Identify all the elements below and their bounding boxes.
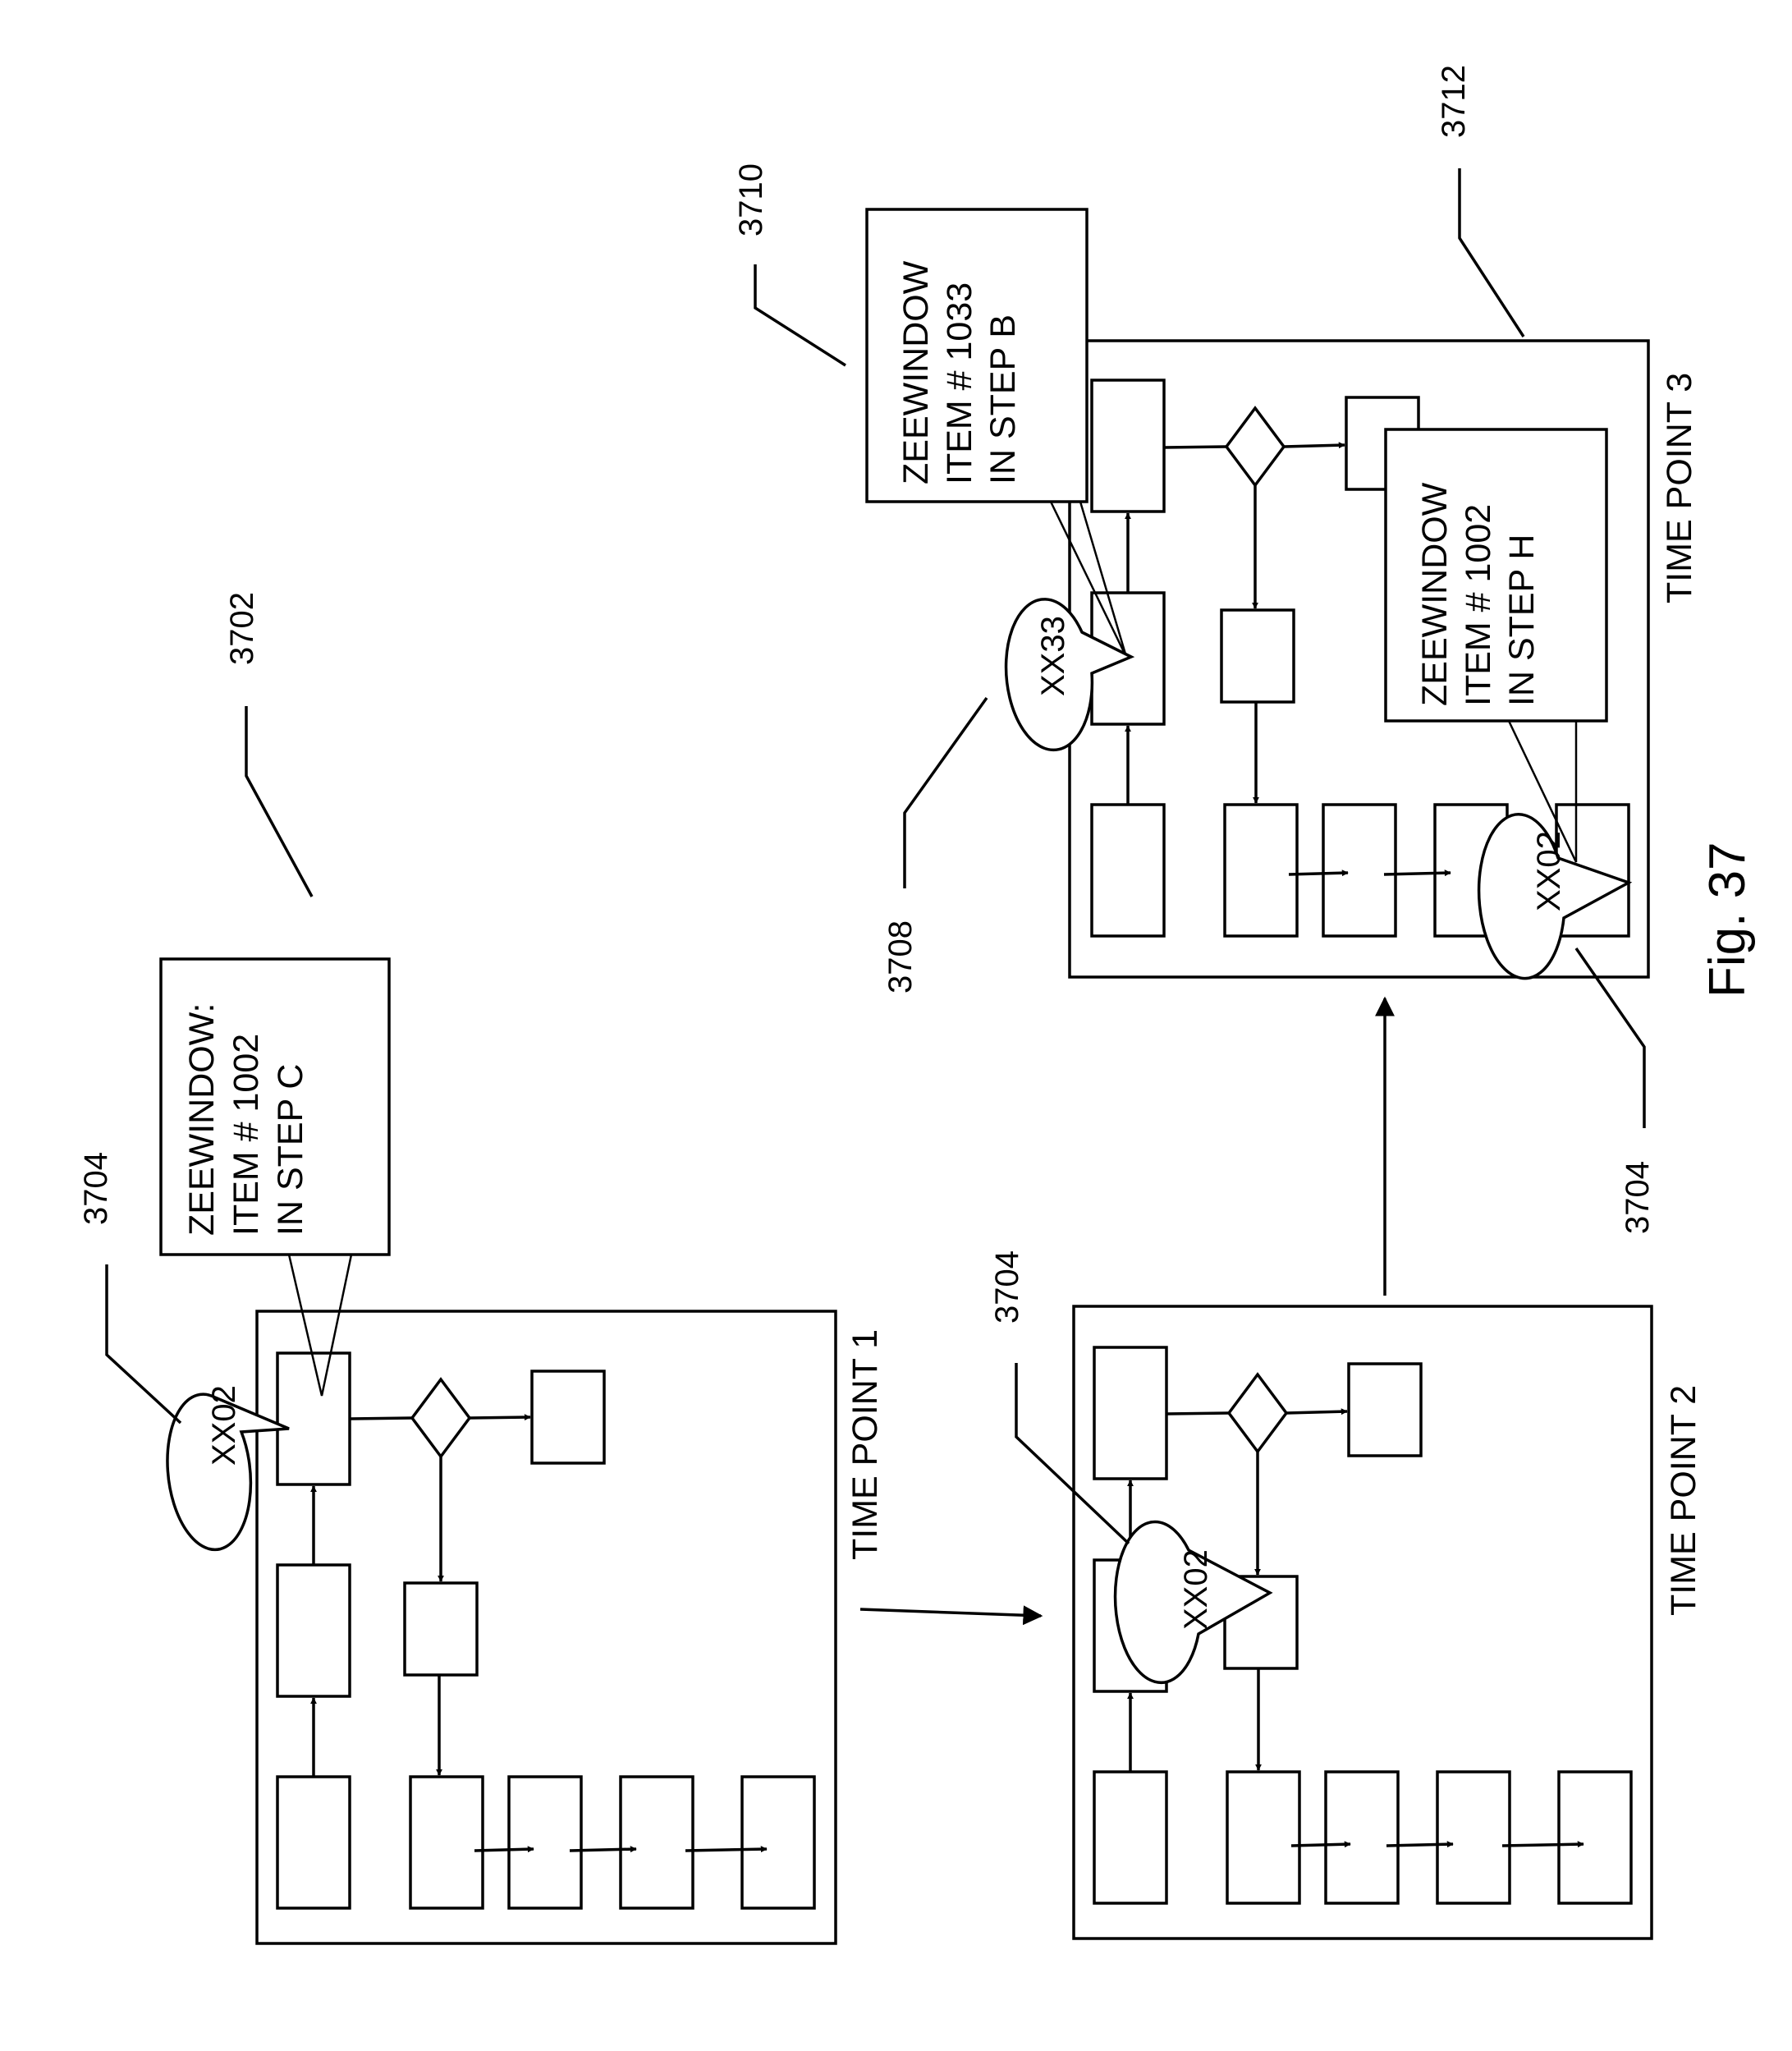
callout-line-3: IN STEP B <box>983 314 1023 484</box>
flow-arrow <box>1284 445 1345 447</box>
process-box <box>1437 1772 1510 1903</box>
process-box <box>1092 380 1164 512</box>
callout-line-2: ITEM # 1033 <box>940 282 979 484</box>
process-box <box>532 1371 604 1463</box>
flow-line <box>350 1418 412 1419</box>
leader-line <box>755 264 846 365</box>
marker-label: XX02 <box>206 1385 242 1466</box>
marker-label: XX02 <box>1531 831 1567 911</box>
marker-tp1: XX02 <box>167 1385 289 1549</box>
flow-arrow <box>1502 1844 1583 1846</box>
process-box <box>277 1565 350 1696</box>
callout-line-1: ZEEWINDOW <box>896 260 936 484</box>
flow-arrow <box>1384 873 1451 874</box>
flow-arrow <box>474 1849 534 1851</box>
process-box <box>621 1777 693 1908</box>
process-box <box>405 1583 477 1675</box>
callout-tp3-bottom: ZEEWINDOW ITEM # 1002 IN STEP H <box>1386 429 1606 862</box>
process-box <box>1221 610 1294 702</box>
flow-arrow <box>1291 1844 1350 1846</box>
time-point-1-panel: TIME POINT 1 <box>257 1311 885 1943</box>
callout-line-1: ZEEWINDOW: <box>182 1003 222 1236</box>
time-point-1-label: TIME POINT 1 <box>846 1329 885 1560</box>
leader-line <box>107 1264 181 1423</box>
process-box <box>1094 1772 1166 1903</box>
process-box <box>1323 805 1396 936</box>
leader-line <box>246 706 312 897</box>
callout-line-1: ZEEWINDOW <box>1415 482 1455 706</box>
process-box <box>742 1777 814 1908</box>
leader-line <box>1460 168 1524 337</box>
process-box <box>509 1777 581 1908</box>
decision-diamond <box>1226 408 1284 485</box>
flow-arrow <box>570 1849 636 1851</box>
ref-numeral: 3702 <box>224 592 260 665</box>
marker-label: XX02 <box>1178 1549 1214 1630</box>
callout-tp3-top: ZEEWINDOW ITEM # 1033 IN STEP B <box>867 209 1126 657</box>
decision-diamond <box>1229 1374 1286 1452</box>
leader-line <box>905 698 987 888</box>
process-box <box>1227 1772 1299 1903</box>
process-box <box>1349 1364 1421 1456</box>
callout-tp1: ZEEWINDOW: ITEM # 1002 IN STEP C <box>161 959 389 1396</box>
flow-arrow <box>1286 1411 1347 1413</box>
process-box <box>1326 1772 1398 1903</box>
time-point-3-label: TIME POINT 3 <box>1660 373 1699 603</box>
decision-diamond <box>412 1379 470 1457</box>
ref-numeral: 3708 <box>882 920 919 993</box>
flow-line <box>1166 1413 1229 1414</box>
time-point-2-label: TIME POINT 2 <box>1664 1385 1703 1616</box>
process-box <box>1225 805 1297 936</box>
flow-arrow <box>1386 1844 1453 1846</box>
leader-line <box>1576 948 1644 1128</box>
ref-numeral: 3704 <box>78 1152 114 1225</box>
process-box <box>410 1777 483 1908</box>
callout-line-3: IN STEP C <box>271 1064 310 1236</box>
figure-label: Fig. 37 <box>1699 842 1756 998</box>
ref-numeral: 3710 <box>733 163 769 236</box>
process-box <box>277 1777 350 1908</box>
process-box <box>1559 1772 1631 1903</box>
ref-numeral: 3704 <box>1620 1161 1656 1234</box>
process-box <box>1094 1347 1166 1479</box>
flow-arrow <box>685 1849 767 1851</box>
callout-line-2: ITEM # 1002 <box>1459 504 1498 706</box>
callout-line-2: ITEM # 1002 <box>227 1034 266 1236</box>
process-box <box>277 1353 350 1484</box>
transition-arrow <box>860 1609 1041 1616</box>
callout-line-3: IN STEP H <box>1502 535 1542 706</box>
ref-numeral: 3712 <box>1436 65 1472 138</box>
flow-arrow <box>1289 873 1348 874</box>
ref-numeral: 3704 <box>989 1250 1025 1324</box>
flow-arrow <box>470 1417 530 1418</box>
marker-label: XX33 <box>1035 616 1071 696</box>
process-box <box>1092 805 1164 936</box>
